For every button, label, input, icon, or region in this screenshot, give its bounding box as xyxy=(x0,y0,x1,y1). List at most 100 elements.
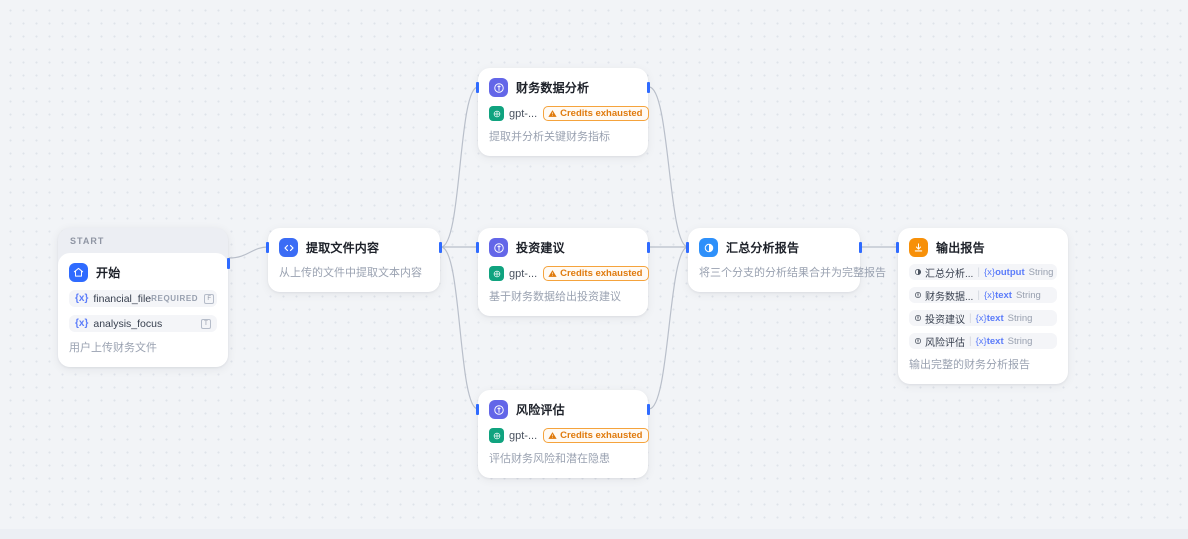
node-llm-risk-assessment[interactable]: 风险评估 gpt-... Credits exhausted 评估财务风险和潜在… xyxy=(476,390,650,478)
divider: | xyxy=(969,335,972,347)
end-output-source: 汇总分析... xyxy=(925,268,974,280)
end-output-type: String xyxy=(1028,266,1054,278)
code-icon xyxy=(279,238,298,257)
model-name: gpt-... xyxy=(509,429,538,442)
end-output-variable: {x}text xyxy=(975,335,1004,347)
openai-icon xyxy=(489,428,504,443)
node-llm-3-model-row[interactable]: gpt-... Credits exhausted xyxy=(489,428,649,443)
warning-triangle-icon xyxy=(548,432,557,439)
divider: | xyxy=(977,289,980,301)
end-output-type: String xyxy=(1007,335,1033,347)
node-start[interactable]: START 开始 {x} financial_file REQUIRED F {… xyxy=(58,228,230,367)
node-aggregate-description: 将三个分支的分析结果合并为完整报告 xyxy=(699,267,886,279)
port-extract-output[interactable] xyxy=(439,242,442,253)
llm-icon xyxy=(489,400,508,419)
start-field-financial-file[interactable]: {x} financial_file REQUIRED F xyxy=(69,290,217,307)
edge-extract-llm3 xyxy=(440,246,479,410)
variable-brace-icon: {x} xyxy=(75,293,89,304)
end-output-type: String xyxy=(1007,312,1033,324)
openai-icon xyxy=(489,266,504,281)
variable-brace-icon: {x} xyxy=(75,318,89,329)
port-llm-3-output[interactable] xyxy=(647,404,650,415)
node-llm-investment-advice[interactable]: 投资建议 gpt-... Credits exhausted 基于财务数据给出投… xyxy=(476,228,650,316)
node-extract-header: 提取文件内容 xyxy=(279,238,429,257)
port-start-output[interactable] xyxy=(227,258,230,269)
end-output-row[interactable]: 风险评估 | {x}text String xyxy=(909,333,1057,349)
port-llm-1-input[interactable] xyxy=(476,82,479,93)
node-llm-3-title: 风险评估 xyxy=(516,403,565,417)
node-start-header: 开始 xyxy=(69,263,217,282)
llm-icon xyxy=(914,291,923,299)
warning-triangle-icon xyxy=(548,110,557,117)
node-llm-2-header: 投资建议 xyxy=(489,238,637,257)
port-llm-1-output[interactable] xyxy=(647,82,650,93)
required-badge: REQUIRED xyxy=(151,294,199,303)
node-llm-financial-analysis[interactable]: 财务数据分析 gpt-... Credits exhausted 提取并分析关键… xyxy=(476,68,650,156)
node-llm-1-header: 财务数据分析 xyxy=(489,78,637,97)
node-llm-1-title: 财务数据分析 xyxy=(516,81,590,95)
llm-icon xyxy=(914,337,923,345)
port-llm-2-input[interactable] xyxy=(476,242,479,253)
node-llm-3-description: 评估财务风险和潜在隐患 xyxy=(489,453,610,465)
node-end-title: 输出报告 xyxy=(936,241,985,255)
variable-aggregator-icon xyxy=(699,238,718,257)
canvas-bottom-band xyxy=(0,529,1188,539)
model-name: gpt-... xyxy=(509,267,538,280)
port-extract-input[interactable] xyxy=(266,242,269,253)
variable-aggregator-icon xyxy=(914,268,923,276)
node-extract-description: 从上传的文件中提取文本内容 xyxy=(279,267,422,279)
node-end-description: 输出完整的财务分析报告 xyxy=(909,359,1030,371)
node-end-header: 输出报告 xyxy=(909,238,1057,257)
end-output-row[interactable]: 汇总分析... | {x}output String xyxy=(909,264,1057,280)
llm-icon xyxy=(489,78,508,97)
warning-triangle-icon xyxy=(548,270,557,277)
edge-llm3-aggregate xyxy=(648,246,689,410)
node-aggregate-header: 汇总分析报告 xyxy=(699,238,849,257)
start-field-name: analysis_focus xyxy=(93,317,163,330)
end-output-source: 投资建议 xyxy=(925,314,965,326)
port-llm-3-input[interactable] xyxy=(476,404,479,415)
node-llm-2-model-row[interactable]: gpt-... Credits exhausted xyxy=(489,266,649,281)
end-output-source: 风险评估 xyxy=(925,337,965,349)
credits-exhausted-label: Credits exhausted xyxy=(560,268,643,279)
edge-start-extract xyxy=(228,246,269,259)
start-field-analysis-focus[interactable]: {x} analysis_focus T xyxy=(69,315,217,332)
node-start-description: 用户上传财务文件 xyxy=(69,342,157,354)
node-variable-aggregator[interactable]: 汇总分析报告 将三个分支的分析结果合并为完整报告 xyxy=(686,228,886,292)
start-tag: START xyxy=(70,236,105,246)
node-llm-3-header: 风险评估 xyxy=(489,400,637,419)
port-end-input[interactable] xyxy=(896,242,899,253)
text-type-icon: T xyxy=(201,318,211,329)
port-aggregate-input[interactable] xyxy=(686,242,689,253)
credits-exhausted-badge[interactable]: Credits exhausted xyxy=(543,266,649,281)
credits-exhausted-label: Credits exhausted xyxy=(560,108,643,119)
node-llm-2-description: 基于财务数据给出投资建议 xyxy=(489,291,621,303)
node-end-output-report[interactable]: 输出报告 汇总分析... | {x}output String 财务数据... … xyxy=(896,228,1068,384)
openai-icon xyxy=(489,106,504,121)
node-llm-2-title: 投资建议 xyxy=(516,241,565,255)
node-start-title: 开始 xyxy=(96,266,121,280)
edge-llm1-aggregate xyxy=(648,86,689,248)
half-circle-glyph xyxy=(704,243,713,252)
model-chip[interactable]: gpt-... xyxy=(489,106,537,121)
edge-extract-llm1 xyxy=(440,86,479,248)
credits-exhausted-badge[interactable]: Credits exhausted xyxy=(543,428,649,443)
model-chip[interactable]: gpt-... xyxy=(489,428,537,443)
end-output-row[interactable]: 投资建议 | {x}text String xyxy=(909,310,1057,326)
credits-exhausted-label: Credits exhausted xyxy=(560,430,643,441)
node-extract-file-content[interactable]: 提取文件内容 从上传的文件中提取文本内容 xyxy=(266,228,442,292)
model-chip[interactable]: gpt-... xyxy=(489,266,537,281)
home-icon xyxy=(69,263,88,282)
end-output-variable: {x}text xyxy=(983,289,1012,301)
end-output-variable: {x}output xyxy=(983,266,1025,278)
port-llm-2-output[interactable] xyxy=(647,242,650,253)
node-llm-1-description: 提取并分析关键财务指标 xyxy=(489,131,610,143)
credits-exhausted-badge[interactable]: Credits exhausted xyxy=(543,106,649,121)
node-llm-1-model-row[interactable]: gpt-... Credits exhausted xyxy=(489,106,649,121)
llm-icon xyxy=(489,238,508,257)
port-aggregate-output[interactable] xyxy=(859,242,862,253)
end-output-row[interactable]: 财务数据... | {x}text String xyxy=(909,287,1057,303)
model-name: gpt-... xyxy=(509,107,538,120)
node-aggregate-title: 汇总分析报告 xyxy=(726,241,800,255)
